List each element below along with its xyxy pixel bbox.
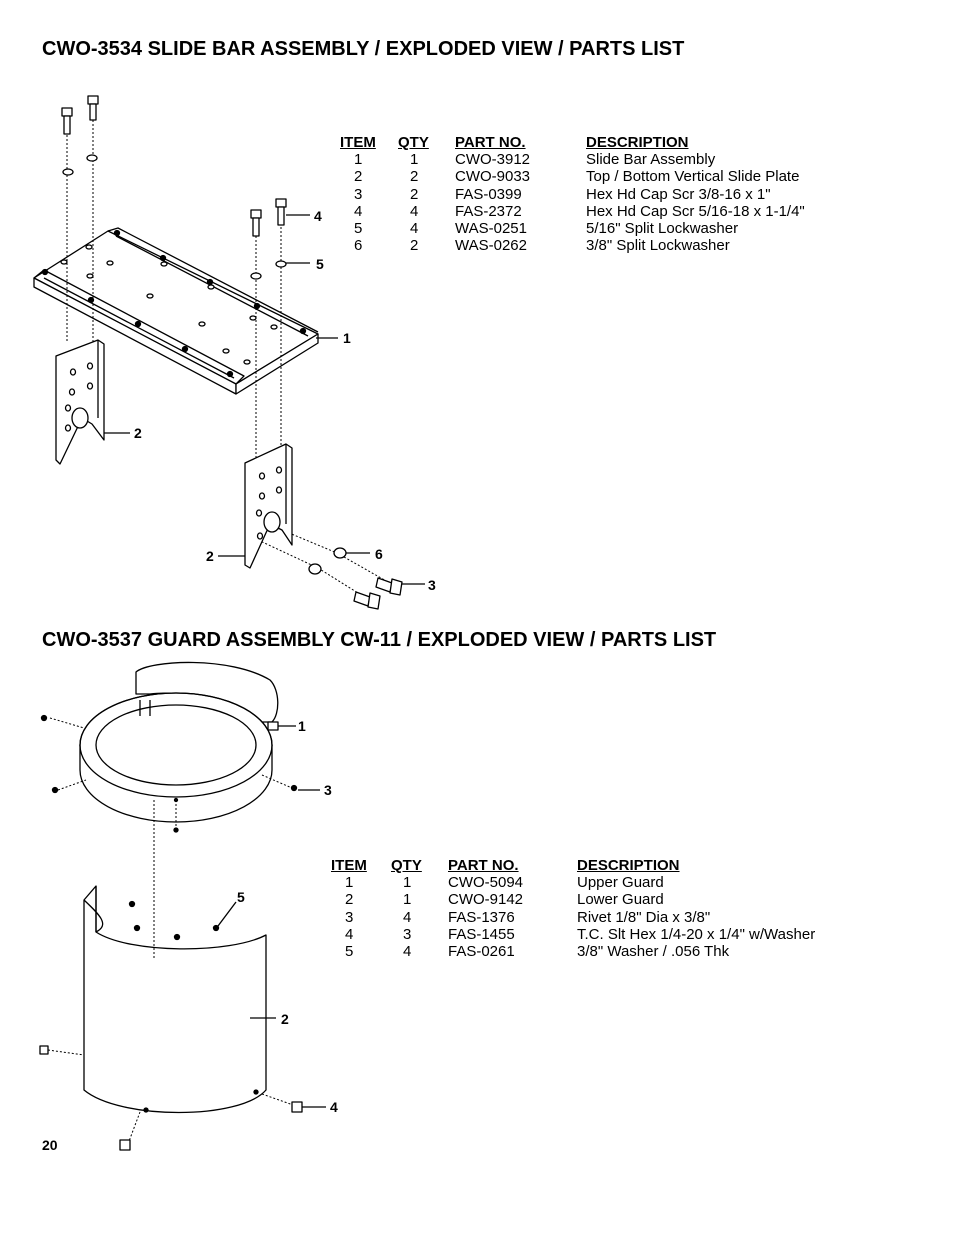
row-item: 1 — [354, 151, 363, 169]
vertical-slide-plate-right — [244, 443, 293, 569]
callout-2a: 2 — [134, 425, 142, 441]
row-description: Rivet 1/8" Dia x 3/8" — [577, 908, 711, 926]
row-item: 4 — [354, 202, 363, 220]
row-item: 1 — [345, 874, 354, 892]
row-description: T.C. Slt Hex 1/4-20 x 1/4" w/Washer — [577, 925, 816, 943]
page-number: 20 — [42, 1137, 58, 1153]
row-part-no: FAS-1455 — [448, 925, 515, 943]
row-qty: 2 — [410, 237, 419, 255]
header-item: ITEM — [340, 134, 376, 151]
callout-2b: 2 — [206, 548, 214, 564]
row-qty: 1 — [403, 891, 412, 909]
row-part-no: WAS-0251 — [455, 219, 527, 237]
callout-1: 1 — [343, 330, 351, 346]
row-description: 5/16" Split Lockwasher — [586, 219, 739, 237]
row-item: 5 — [354, 219, 363, 237]
row-part-no: CWO-9033 — [455, 168, 531, 186]
row-part-no: FAS-0261 — [448, 942, 515, 960]
row-part-no: WAS-0262 — [455, 237, 527, 255]
slide-bar-drawing — [33, 95, 425, 610]
row-part-no: FAS-1376 — [448, 908, 515, 926]
guard-callout-3: 3 — [324, 782, 332, 798]
row-item: 2 — [354, 168, 363, 186]
header-qty: QTY — [391, 857, 422, 874]
row-item: 3 — [345, 908, 354, 926]
row-qty: 4 — [403, 908, 412, 926]
row-qty: 4 — [403, 942, 412, 960]
row-item: 3 — [354, 185, 363, 203]
row-part-no: CWO-5094 — [448, 874, 524, 892]
row-description: Hex Hd Cap Scr 3/8-16 x 1" — [586, 185, 771, 203]
header-part-no: PART NO. — [448, 857, 519, 874]
row-qty: 1 — [403, 874, 412, 892]
callout-6: 6 — [375, 546, 383, 562]
row-qty: 4 — [410, 219, 419, 237]
guard-callout-4: 4 — [330, 1099, 338, 1115]
row-description: Slide Bar Assembly — [586, 151, 716, 169]
header-description: DESCRIPTION — [586, 134, 689, 151]
callout-3: 3 — [428, 577, 436, 593]
callout-4: 4 — [314, 208, 322, 224]
vertical-slide-plate-left — [55, 339, 105, 465]
header-description: DESCRIPTION — [577, 857, 680, 874]
guard-callout-2: 2 — [281, 1011, 289, 1027]
guard-drawing — [39, 661, 326, 1151]
row-part-no: CWO-3912 — [455, 151, 531, 169]
row-qty: 1 — [410, 151, 419, 169]
row-item: 2 — [345, 891, 354, 909]
guard-callout-1: 1 — [298, 718, 306, 734]
row-item: 5 — [345, 942, 354, 960]
guard-callout-5: 5 — [237, 889, 245, 905]
row-part-no: CWO-9142 — [448, 891, 524, 909]
row-item: 4 — [345, 925, 354, 943]
row-qty: 4 — [410, 202, 419, 220]
row-qty: 3 — [403, 925, 412, 943]
row-part-no: FAS-2372 — [455, 202, 522, 220]
row-description: Lower Guard — [577, 891, 664, 909]
row-description: Hex Hd Cap Scr 5/16-18 x 1-1/4" — [586, 202, 805, 220]
row-description: 3/8" Split Lockwasher — [586, 237, 730, 255]
row-qty: 2 — [410, 168, 419, 186]
header-qty: QTY — [398, 134, 429, 151]
row-description: Top / Bottom Vertical Slide Plate — [586, 168, 800, 186]
section2-title: CWO-3537 GUARD ASSEMBLY CW-11 / EXPLODED… — [42, 629, 717, 651]
row-description: 3/8" Washer / .056 Thk — [577, 942, 730, 960]
header-item: ITEM — [331, 857, 367, 874]
section1-title: CWO-3534 SLIDE BAR ASSEMBLY / EXPLODED V… — [42, 38, 685, 60]
row-part-no: FAS-0399 — [455, 185, 522, 203]
callout-5: 5 — [316, 256, 324, 272]
row-description: Upper Guard — [577, 874, 664, 892]
header-part-no: PART NO. — [455, 134, 526, 151]
row-qty: 2 — [410, 185, 419, 203]
row-item: 6 — [354, 237, 363, 255]
